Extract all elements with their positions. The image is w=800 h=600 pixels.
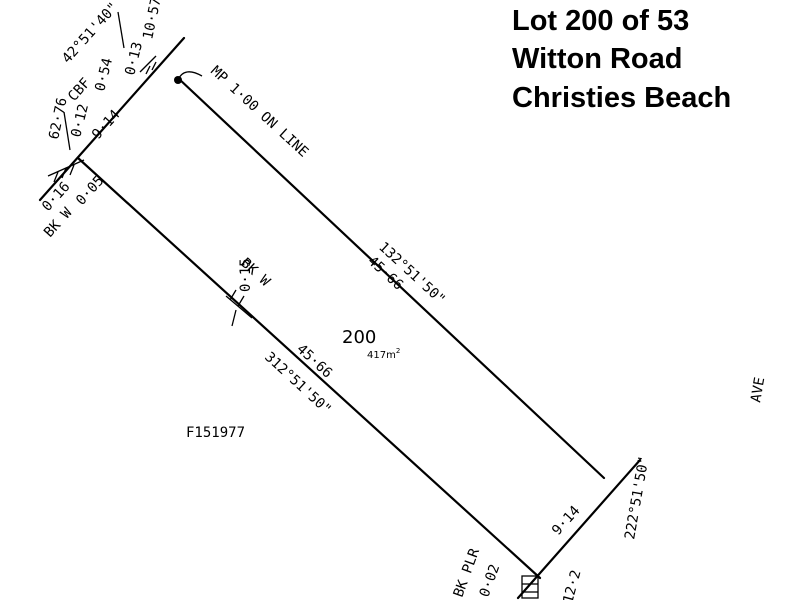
lot-area: 417m2: [367, 347, 400, 361]
cbf-value-2: 0·13: [122, 40, 146, 77]
lot-number: 200: [342, 327, 376, 348]
street-label: AVE: [748, 376, 768, 404]
marker-on-line-label: MP 1·00 ON LINE: [207, 63, 311, 160]
title-line-2: Witton Road: [512, 43, 682, 75]
se-bearing: 222°51'50": [622, 455, 652, 541]
lot-boundary-southeast: [516, 458, 642, 600]
bk-plr-value: 0·02: [477, 562, 504, 599]
se-length: 9·14: [549, 503, 583, 539]
bottom-distance: 12·2: [560, 568, 584, 600]
cbf-value-3: 0·12: [68, 102, 92, 139]
cbf-value-1: 0·54: [92, 56, 116, 93]
plan-reference: F151977: [186, 425, 245, 441]
top-distance: 10·57: [140, 0, 164, 41]
lot-boundary-southwest: [76, 156, 542, 580]
title-line-3: Christies Beach: [512, 82, 731, 114]
hatch-bottom: [521, 575, 539, 599]
tick-left: [63, 111, 71, 151]
bk-w-left-value-2: 0·05: [73, 173, 107, 209]
hatch-top: [139, 55, 157, 75]
bk-w-mid-value: 0·15: [238, 258, 254, 292]
tick-top: [117, 11, 125, 49]
lot-boundary-northeast: [176, 76, 606, 480]
hatch-mid: [225, 289, 253, 327]
title-line-1: Lot 200 of 53: [512, 5, 689, 37]
hatch-left: [47, 159, 85, 183]
marker-leader: [177, 71, 203, 81]
top-bearing: 42°51'40": [59, 0, 122, 67]
